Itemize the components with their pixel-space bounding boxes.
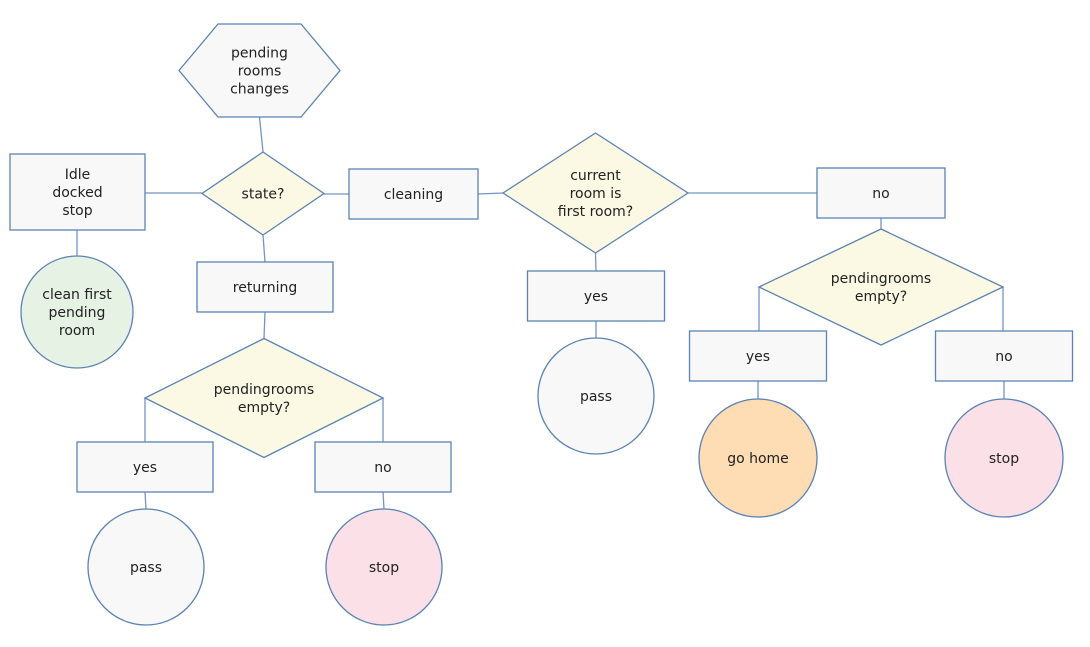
node-pass-left: pass (87, 508, 205, 626)
node-state: state? (200, 151, 326, 236)
pass-middle-circle (537, 337, 655, 455)
node-returning: returning (196, 261, 334, 313)
no-left-label: no (374, 460, 391, 476)
node-stop-left: stop (325, 508, 443, 626)
stop-left-circle (325, 508, 443, 626)
cleaning-rect (348, 168, 479, 220)
returning-label: returning (233, 280, 297, 296)
node-no-right: no (934, 330, 1074, 382)
state-label: state? (242, 187, 285, 203)
node-yes-right: yes (688, 330, 828, 382)
state-diamond (200, 151, 326, 236)
no-right-rect (934, 330, 1074, 382)
edge-returning-to-pendingrooms-empty-left (263, 311, 266, 339)
pass-left-label: pass (130, 560, 162, 576)
stop-left-label: stop (369, 560, 399, 576)
pending-rooms-changes-hexagon (178, 23, 341, 118)
edge-cleaning-to-current-room-is-first-room (477, 192, 504, 195)
yes-left-label: yes (133, 460, 157, 476)
node-no-left: no (314, 441, 452, 493)
yes-right-label: yes (746, 349, 770, 365)
idle-docked-stop-rect (9, 153, 146, 231)
yes-middle-rect (526, 270, 666, 322)
edge-state-to-returning (262, 234, 266, 263)
no-right-label: no (995, 349, 1012, 365)
yes-right-rect (688, 330, 828, 382)
edge-current-room-is-first-room-to-yes (594, 252, 597, 272)
node-yes-left: yes (76, 441, 214, 493)
returning-rect (196, 261, 334, 313)
yes-middle-label: yes (584, 289, 608, 305)
edge-no-left-to-stop-left (382, 491, 385, 510)
no-left-rect (314, 441, 452, 493)
clean-first-pending-room-circle (20, 255, 134, 369)
node-yes-middle: yes (526, 270, 666, 322)
node-cleaning: cleaning (348, 168, 479, 220)
edge-yes-left-to-pass-left (144, 491, 147, 510)
stop-right-label: stop (989, 451, 1019, 467)
pendingrooms-empty-left-diamond (143, 337, 385, 459)
yes-left-rect (76, 441, 214, 493)
no-after-first-room-label: no (872, 186, 889, 202)
go-home-label: go home (727, 451, 789, 467)
edge-pending-rooms-changes-to-state (258, 116, 264, 153)
go-home-circle (698, 398, 818, 518)
current-room-is-first-room-diamond (501, 132, 690, 254)
node-no-after-first-room: no (816, 167, 946, 219)
pass-middle-label: pass (580, 389, 612, 405)
cleaning-label: cleaning (384, 187, 443, 203)
node-pass-middle: pass (537, 337, 655, 455)
node-stop-right: stop (944, 398, 1064, 518)
pass-left-circle (87, 508, 205, 626)
stop-right-circle (944, 398, 1064, 518)
no-after-first-room-rect (816, 167, 946, 219)
node-go-home: go home (698, 398, 818, 518)
pendingrooms-empty-right-diamond (757, 228, 1005, 346)
